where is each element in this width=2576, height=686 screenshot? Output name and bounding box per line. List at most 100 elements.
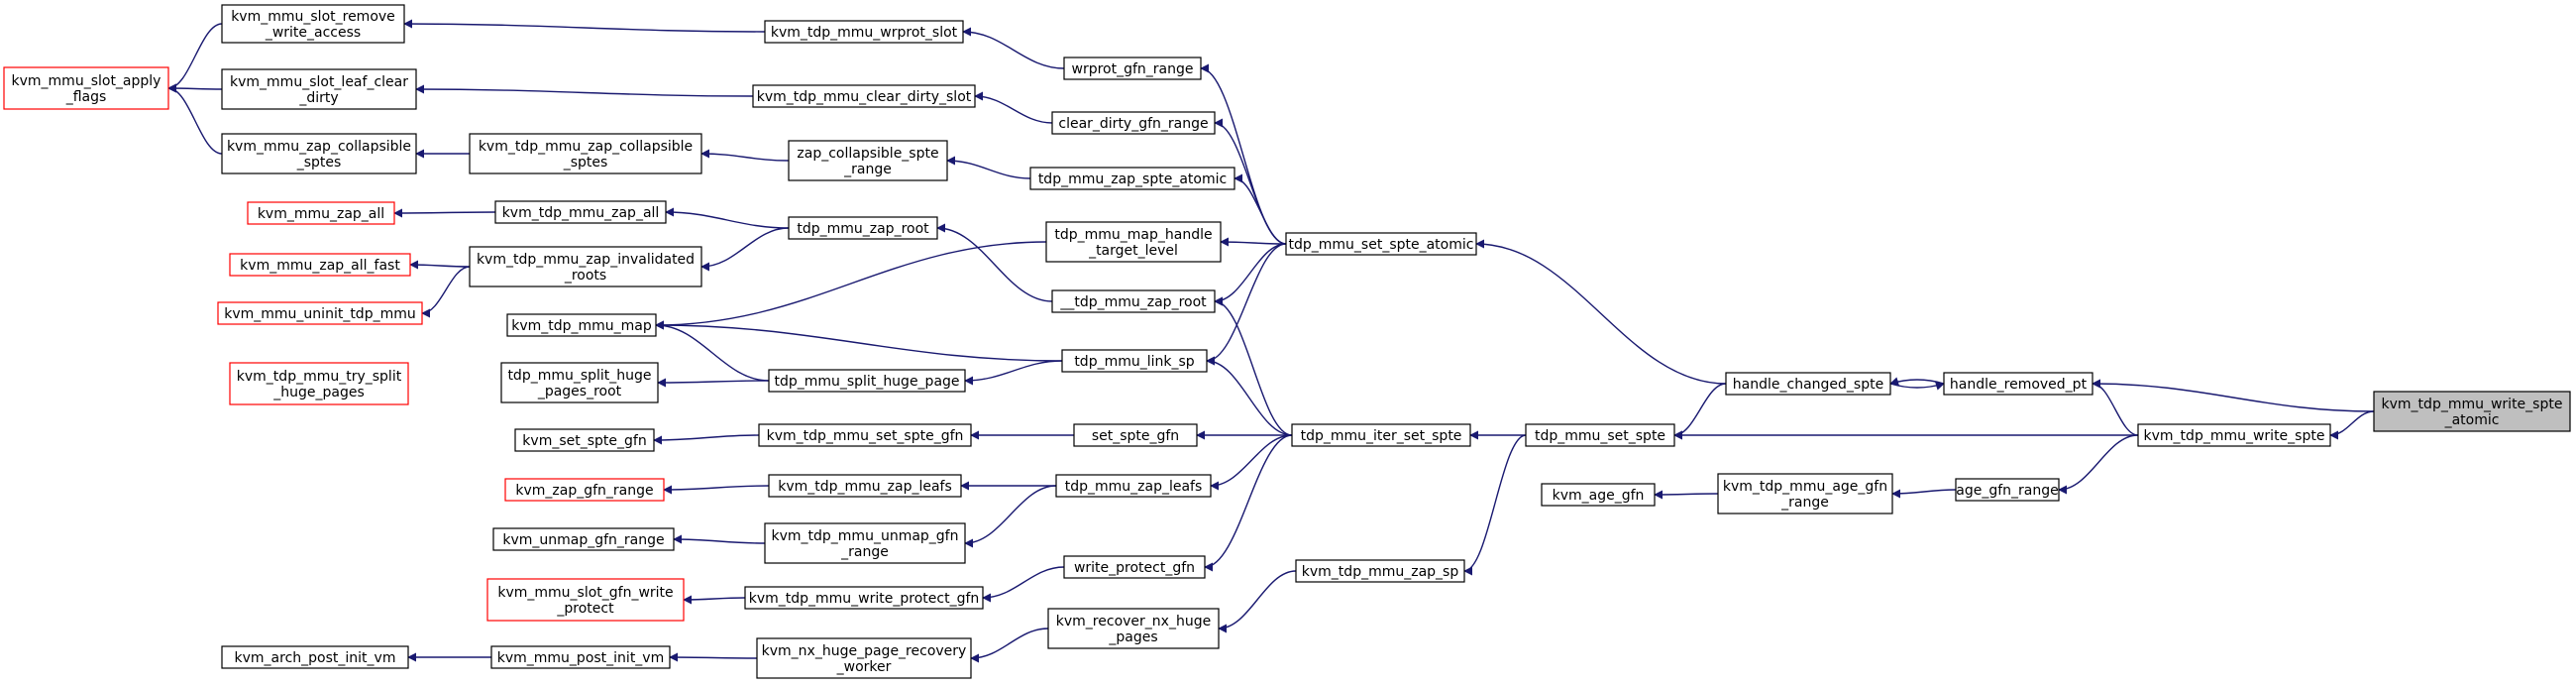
node-box <box>764 20 964 44</box>
call-edge-set-spte-atomic-to-zap-spte-atomic <box>1234 173 1287 245</box>
node-box <box>1291 423 1471 447</box>
node-label-line: tdp_mmu_link_sp <box>1074 354 1194 370</box>
function-node-slot-apply[interactable]: kvm_mmu_slot_apply_flags <box>3 66 169 110</box>
function-node-zap-gfn-range[interactable]: kvm_zap_gfn_range <box>504 478 665 502</box>
node-label-line: kvm_arch_post_init_vm <box>235 650 396 666</box>
function-node-clear-dirty-slot[interactable]: kvm_tdp_mmu_clear_dirty_slot <box>752 84 976 108</box>
function-node-wrprot-gfn-range[interactable]: wrprot_gfn_range <box>1063 57 1202 80</box>
call-edge-wrprot-slot-to-slot-remove <box>403 19 766 33</box>
call-edge-tdp-zap-inval-to-uninit <box>421 266 471 318</box>
function-node-map-handle[interactable]: tdp_mmu_map_handle_target_level <box>1045 221 1222 263</box>
function-node---zap-root[interactable]: __tdp_mmu_zap_root <box>1051 289 1216 313</box>
node-box <box>514 428 655 452</box>
node-label-line: _pages_root <box>537 384 622 400</box>
function-node-zap-all-fast[interactable]: kvm_mmu_zap_all_fast <box>229 253 411 277</box>
function-node-kvm-age-gfn[interactable]: kvm_age_gfn <box>1541 483 1656 507</box>
function-node-slot-remove[interactable]: kvm_mmu_slot_remove_write_access <box>221 4 405 44</box>
call-edge-zap-sp-to-recover-nx <box>1218 570 1297 633</box>
function-node-zap-root[interactable]: tdp_mmu_zap_root <box>788 216 938 240</box>
node-box <box>1955 478 2060 502</box>
function-node-slot-gfn-wp[interactable]: kvm_mmu_slot_gfn_write_protect <box>486 578 685 622</box>
function-node-tdp-zap-coll[interactable]: kvm_tdp_mmu_zap_collapsible_sptes <box>469 133 702 174</box>
function-node-zap-sp[interactable]: kvm_tdp_mmu_zap_sp <box>1295 559 1465 583</box>
node-label-line: kvm_tdp_mmu_set_spte_gfn <box>767 428 964 444</box>
function-node-mmu-zap-all[interactable]: kvm_mmu_zap_all <box>247 201 395 225</box>
function-node-try-split[interactable]: kvm_tdp_mmu_try_split_huge_pages <box>229 362 409 405</box>
function-node-handle-changed[interactable]: handle_changed_spte <box>1725 372 1891 396</box>
graph-nodes: kvm_mmu_slot_remove_write_access kvm_mmu_… <box>3 4 2571 679</box>
function-node-zap-leafs[interactable]: tdp_mmu_zap_leafs <box>1055 474 1212 498</box>
node-box <box>758 423 972 447</box>
function-node-uninit[interactable]: kvm_mmu_uninit_tdp_mmu <box>217 301 423 325</box>
function-node-age-gfn-range[interactable]: age_gfn_range <box>1955 478 2060 502</box>
function-node-handle-removed[interactable]: handle_removed_pt <box>1943 372 2093 396</box>
function-node-split-page[interactable]: tdp_mmu_split_huge_page <box>768 369 966 393</box>
node-label-line: kvm_mmu_post_init_vm <box>497 650 664 666</box>
function-node-wrprot-slot[interactable]: kvm_tdp_mmu_wrprot_slot <box>764 20 964 44</box>
node-label-line: kvm_mmu_zap_all <box>258 206 384 222</box>
function-node-link-sp[interactable]: tdp_mmu_link_sp <box>1061 349 1208 373</box>
node-box <box>764 522 966 564</box>
node-label-line: clear_dirty_gfn_range <box>1058 116 1208 132</box>
function-node-set-spte-atomic[interactable]: tdp_mmu_set_spte_atomic <box>1285 232 1477 256</box>
node-label-line: _target_level <box>1088 243 1178 259</box>
function-node-iter-set-spte[interactable]: tdp_mmu_iter_set_spte <box>1291 423 1471 447</box>
function-node-nx-worker[interactable]: kvm_nx_huge_page_recovery_worker <box>756 637 972 679</box>
function-node-clear-dirty-gfn[interactable]: clear_dirty_gfn_range <box>1051 111 1216 135</box>
node-label-line: kvm_unmap_gfn_range <box>502 532 664 548</box>
node-box <box>486 578 685 622</box>
node-box <box>1541 483 1656 507</box>
function-node-zap-coll[interactable]: kvm_mmu_zap_collapsible_sptes <box>221 133 417 174</box>
node-label-line: _sptes <box>563 155 608 171</box>
function-node-unmap-gfn[interactable]: kvm_unmap_gfn_range <box>492 527 675 551</box>
node-label-line: zap_collapsible_spte <box>797 146 938 162</box>
function-node-write-spte[interactable]: kvm_tdp_mmu_write_spte <box>2137 423 2331 447</box>
node-label-line: kvm_tdp_mmu_write_protect_gfn <box>749 591 980 607</box>
function-node-tdp-map[interactable]: kvm_tdp_mmu_map <box>506 313 657 337</box>
call-edge-zap-spte-range-to-tdp-zap-coll <box>700 149 790 162</box>
function-node-tdp-wp-gfn[interactable]: kvm_tdp_mmu_write_protect_gfn <box>744 586 984 610</box>
function-node-tdp-zap-inval[interactable]: kvm_tdp_mmu_zap_invalidated_roots <box>469 246 702 287</box>
node-box <box>506 313 657 337</box>
call-edge-link-sp-to-tdp-map <box>655 320 1063 362</box>
node-box <box>1295 559 1465 583</box>
node-box <box>1285 232 1477 256</box>
function-node-write-spte-atomic[interactable]: kvm_tdp_mmu_write_spte_atomic <box>2373 391 2571 432</box>
function-node-write-protect-gfn[interactable]: write_protect_gfn <box>1063 555 1206 579</box>
call-edge-clear-dirty-gfn-to-clear-dirty-slot <box>974 91 1053 124</box>
function-node-tdp-set-spte-gfn[interactable]: kvm_tdp_mmu_set_spte_gfn <box>758 423 972 447</box>
function-node-post-init[interactable]: kvm_mmu_post_init_vm <box>490 645 671 669</box>
function-node-set-spte-gfn[interactable]: set_spte_gfn <box>1073 423 1198 447</box>
function-node-set-spte[interactable]: tdp_mmu_set_spte <box>1525 423 1675 447</box>
node-label-line: kvm_tdp_mmu_zap_leafs <box>778 479 952 495</box>
node-box <box>1073 423 1198 447</box>
function-node-recover-nx[interactable]: kvm_recover_nx_huge_pages <box>1047 608 1220 649</box>
function-node-zap-spte-range[interactable]: zap_collapsible_spte_range <box>788 140 948 181</box>
node-label-line: tdp_mmu_iter_set_spte <box>1301 428 1462 444</box>
node-box <box>504 478 665 502</box>
node-label-line: _atomic <box>2444 412 2500 428</box>
call-edge-iter-set-spte-to-link-sp <box>1206 356 1293 436</box>
function-node-zap-spte-atomic[interactable]: tdp_mmu_zap_spte_atomic <box>1029 167 1235 190</box>
function-node-age-gfn-range-k[interactable]: kvm_tdp_mmu_age_gfn_range <box>1717 473 1893 514</box>
function-node-tdp-zap-leafs[interactable]: kvm_tdp_mmu_zap_leafs <box>768 474 962 498</box>
node-box <box>469 246 702 287</box>
call-edge-recover-nx-to-nx-worker <box>970 628 1049 663</box>
function-node-split-root[interactable]: tdp_mmu_split_huge_pages_root <box>500 362 659 403</box>
function-node-arch-post[interactable]: kvm_arch_post_init_vm <box>221 645 409 669</box>
call-edge-tdp-zap-inval-to-zap-all-fast <box>409 260 471 270</box>
call-edge-zap-root-to-tdp-zap-all <box>665 207 790 229</box>
node-label-line: kvm_tdp_mmu_write_spte <box>2382 397 2563 412</box>
node-label-line: kvm_mmu_zap_all_fast <box>240 258 400 274</box>
node-label-line: kvm_mmu_slot_leaf_clear <box>230 74 408 90</box>
call-edge-handle-changed-to-set-spte <box>1673 383 1727 440</box>
node-box <box>768 369 966 393</box>
call-edge-wrprot-gfn-range-to-wrprot-slot <box>962 27 1065 69</box>
function-node-set-spte-gfn-k[interactable]: kvm_set_spte_gfn <box>514 428 655 452</box>
function-node-tdp-zap-all[interactable]: kvm_tdp_mmu_zap_all <box>494 200 667 224</box>
node-label-line: _write_access <box>265 25 361 41</box>
function-node-slot-leaf[interactable]: kvm_mmu_slot_leaf_clear_dirty <box>221 68 417 110</box>
call-edge-write-spte-atomic-to-write-spte <box>2329 410 2375 440</box>
function-node-tdp-unmap[interactable]: kvm_tdp_mmu_unmap_gfn_range <box>764 522 966 564</box>
node-box <box>1525 423 1675 447</box>
